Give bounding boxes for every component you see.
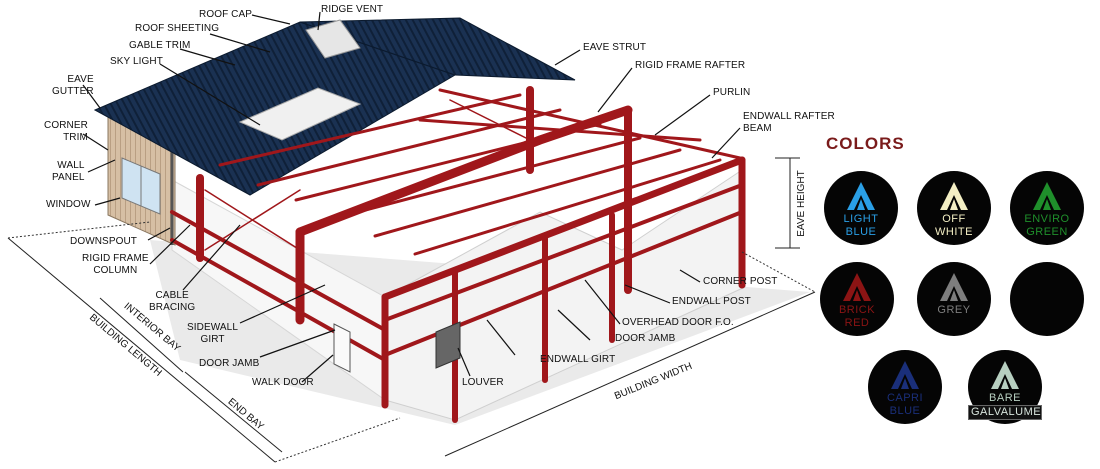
label-louver: LOUVER: [462, 377, 504, 388]
triangle-logo-icon: [843, 273, 871, 301]
label-eave-strut: EAVE STRUT: [583, 42, 647, 53]
louver: [435, 321, 461, 369]
label-downspout: DOWNSPOUT: [70, 236, 138, 247]
triangle-logo-icon: [891, 361, 919, 389]
label-purlin: PURLIN: [713, 87, 751, 98]
color-swatch-label: GREY: [937, 304, 971, 316]
label-roof-sheeting: ROOF SHEETING: [135, 23, 220, 34]
label-gable-trim: GABLE TRIM: [129, 40, 191, 51]
triangle-logo-icon: [940, 273, 968, 301]
label-sky-light: SKY LIGHT: [110, 56, 163, 67]
sky-light: [238, 87, 362, 141]
walk-door: [333, 323, 351, 373]
label-overhead-door: OVERHEAD DOOR F.O.: [622, 317, 734, 328]
label-door-jamb-left: DOOR JAMB: [199, 358, 260, 369]
triangle-logo-icon: [940, 182, 968, 210]
triangle-logo-icon: [1033, 182, 1061, 210]
color-swatch[interactable]: GREY: [917, 262, 991, 336]
label-ridge-vent: RIDGE VENT: [321, 4, 384, 15]
purlins: [218, 88, 742, 256]
label-rigid-frame-rafter: RIGID FRAME RAFTER: [635, 60, 746, 71]
label-roof-cap: ROOF CAP: [199, 9, 253, 20]
triangle-logo-icon: [847, 182, 875, 210]
label-door-jamb-right: DOOR JAMB: [615, 333, 676, 344]
endwall-rafter-beam: [381, 156, 746, 301]
label-eave-height: EAVE HEIGHT: [795, 170, 807, 237]
label-endwall-post: ENDWALL POST: [672, 296, 751, 307]
cable-bracing: [204, 99, 531, 251]
label-endwall-girt: ENDWALL GIRT: [540, 354, 616, 365]
label-corner-post: CORNER POST: [703, 276, 778, 287]
triangle-logo-icon: [991, 361, 1019, 389]
leader-lines: [82, 11, 741, 383]
label-walk-door: WALK DOOR: [252, 377, 314, 388]
colors-title: COLORS: [826, 134, 905, 153]
ridge-vent: [305, 19, 361, 59]
roof-sheeting-right: [299, 17, 576, 81]
label-window: WINDOW: [46, 199, 91, 210]
color-swatch[interactable]: [1010, 262, 1084, 336]
